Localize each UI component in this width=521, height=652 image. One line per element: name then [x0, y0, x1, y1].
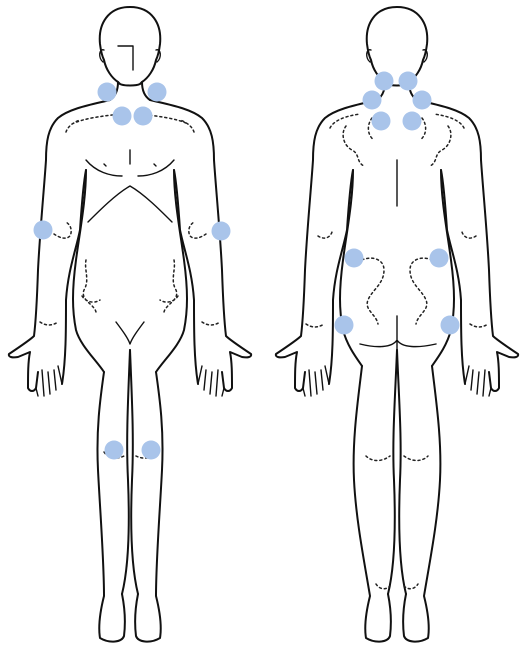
tender-point-neck-right	[148, 83, 167, 102]
back-scapula-dashes-left	[343, 118, 374, 166]
front-flank-dashes-left	[82, 260, 100, 312]
tender-point-hip-right	[441, 316, 460, 335]
back-torso-left	[276, 100, 377, 391]
tender-point-upper-buttock-right	[430, 249, 449, 268]
front-chest-right	[138, 160, 174, 176]
back-lumbar-dashes-left	[362, 258, 384, 324]
tender-point-elbow-left	[34, 221, 53, 240]
tender-point-upper-buttock-left	[345, 249, 364, 268]
body-front-view	[9, 7, 251, 642]
tender-point-knee-left	[105, 441, 124, 460]
back-head	[367, 7, 428, 86]
front-leg-left-outer	[97, 372, 124, 642]
tender-point-hip-left	[335, 316, 354, 335]
front-torso-right	[150, 100, 251, 391]
front-wrist-dashes	[40, 322, 220, 325]
back-leg-right-outer	[403, 366, 440, 642]
back-hand-left	[303, 366, 329, 396]
front-nose	[118, 46, 133, 70]
back-scapula-dashes-right	[420, 118, 451, 166]
tender-point-neck-base-left	[375, 72, 394, 91]
front-hand-right	[198, 366, 224, 396]
front-forearm-dashes-right	[189, 222, 206, 238]
front-groin	[116, 322, 144, 344]
front-hand-left	[36, 366, 62, 396]
front-waist-left	[73, 170, 104, 372]
back-waist-left	[340, 170, 362, 366]
back-leg-left-outer	[354, 366, 391, 642]
tender-point-neck-base-right	[399, 72, 418, 91]
body-back-view	[276, 7, 518, 642]
front-ribcage	[88, 186, 172, 222]
front-waist-right	[156, 170, 187, 372]
tender-point-shoulder-blade-right	[403, 112, 422, 131]
back-shoulder-dashes	[330, 114, 464, 128]
tender-point-shoulder-blade-left	[372, 112, 391, 131]
tender-point-upper-chest-left	[113, 107, 132, 126]
front-leg-left-inner	[122, 350, 130, 594]
back-torso-right	[417, 100, 518, 391]
tender-point-knee-right	[142, 441, 161, 460]
tender-point-neck-left	[98, 83, 117, 102]
back-leg-right-inner	[397, 350, 406, 594]
front-flank-dashes-right	[160, 260, 178, 312]
back-hand-right	[465, 366, 491, 396]
tender-point-elbow-right	[212, 222, 231, 241]
tender-point-trapezius-right	[413, 91, 432, 110]
front-leg-right-outer	[135, 372, 162, 642]
front-forearm-dashes-left	[54, 222, 71, 238]
front-leg-right-inner	[130, 350, 138, 594]
back-waist-right	[432, 170, 454, 366]
back-lumbar-dashes-right	[410, 258, 432, 324]
tender-point-trapezius-left	[363, 91, 382, 110]
front-chest-left	[86, 160, 122, 176]
front-torso-left	[9, 100, 110, 391]
back-ankle-dashes	[376, 584, 418, 589]
back-leg-left-inner	[388, 350, 397, 594]
back-knee-dashes	[366, 456, 428, 461]
tender-point-upper-chest-right	[134, 107, 153, 126]
back-buttocks	[360, 316, 436, 350]
